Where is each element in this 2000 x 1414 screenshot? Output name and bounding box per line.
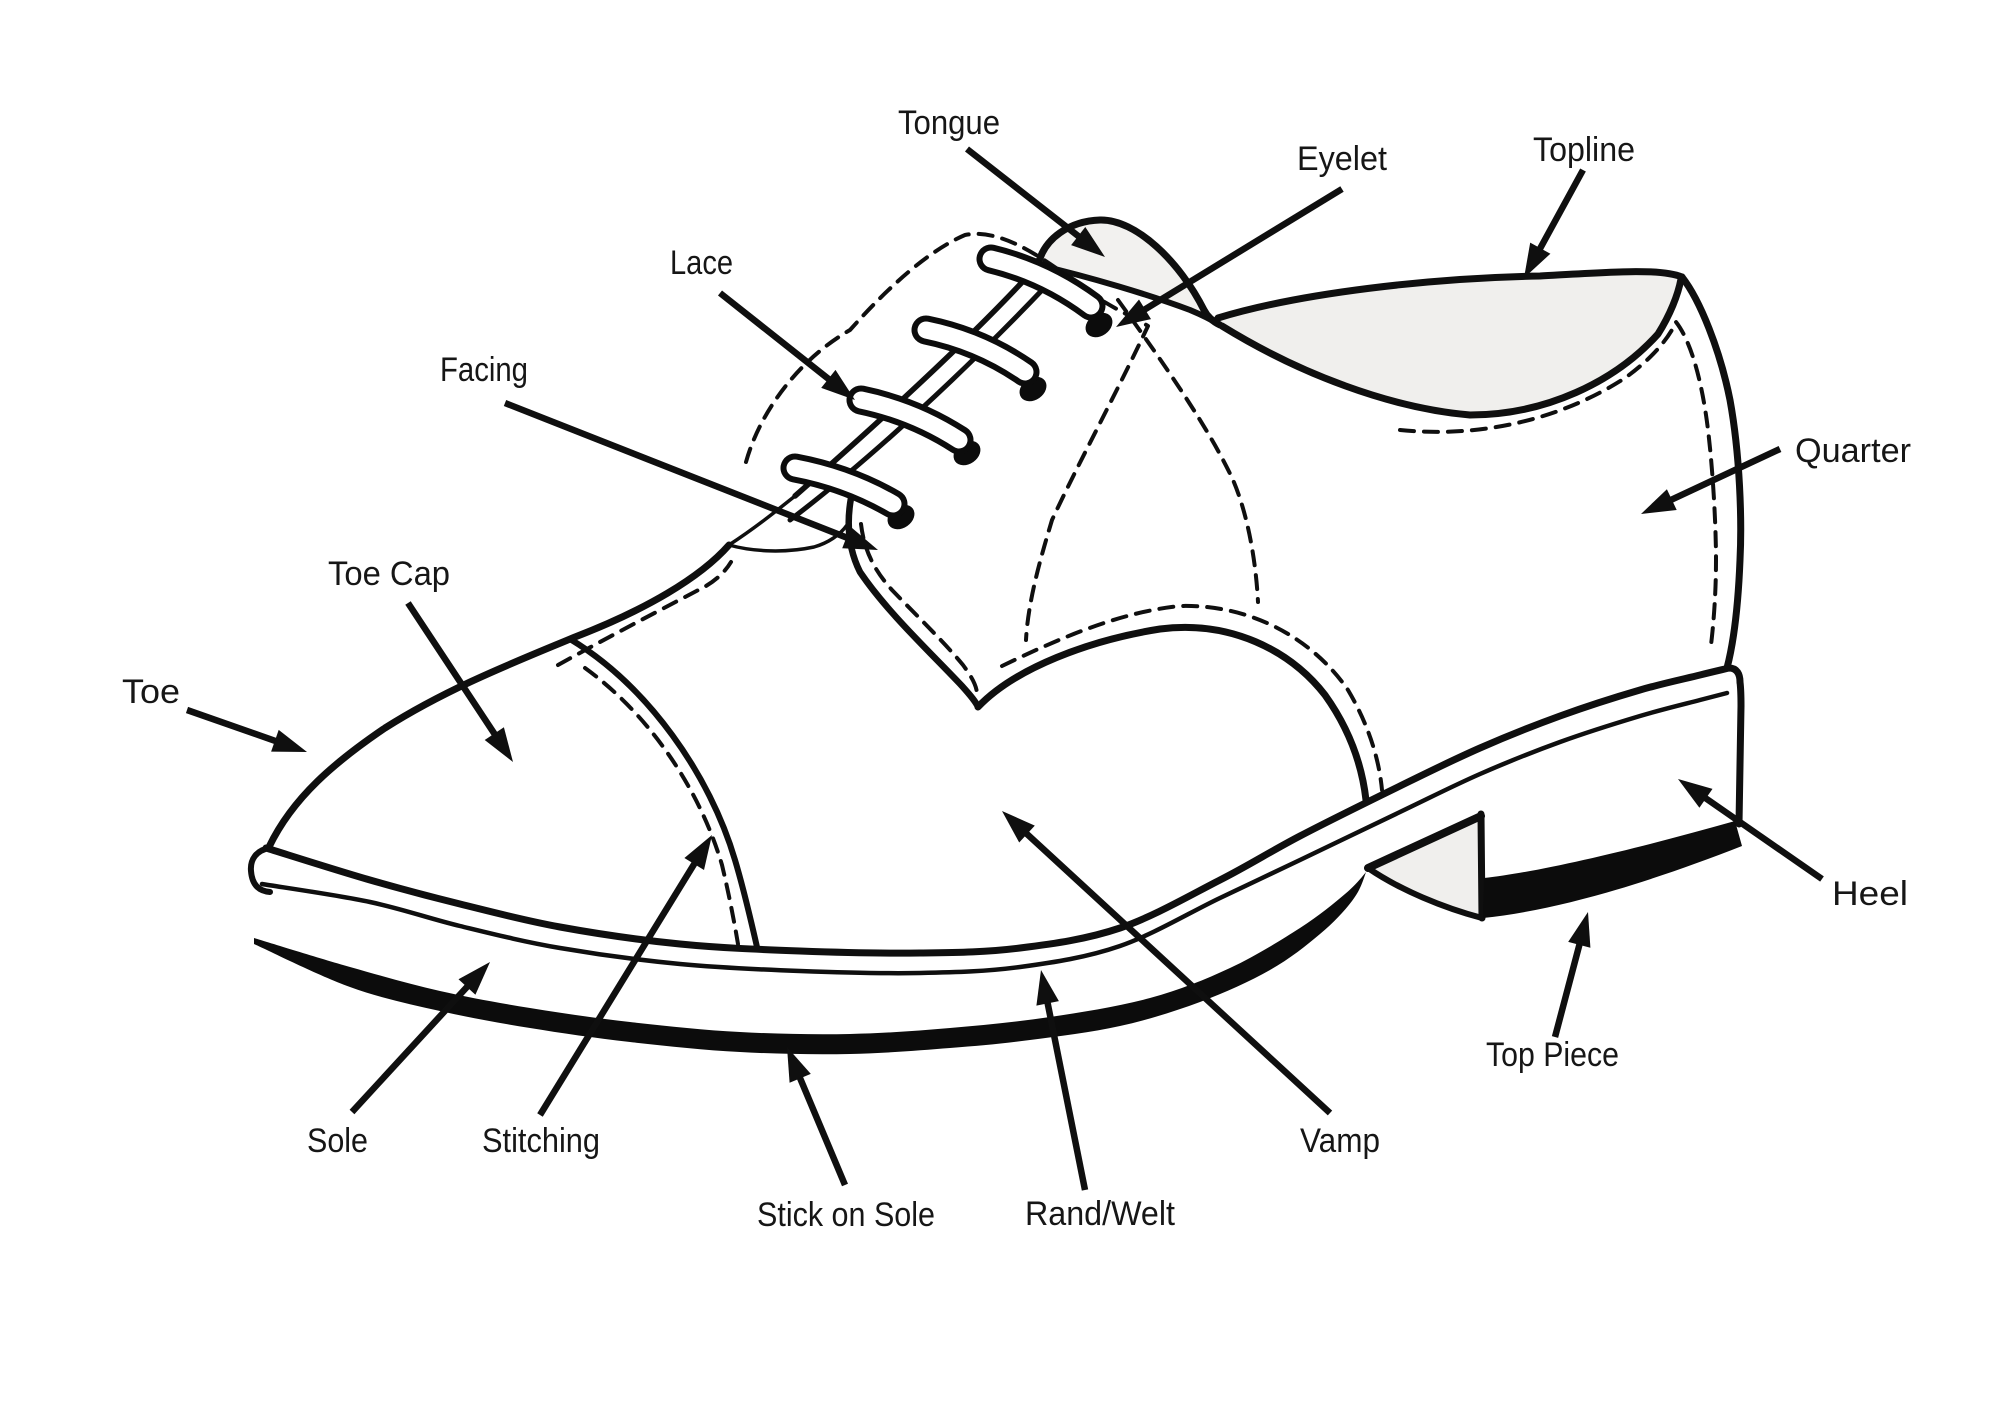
svg-text:Lace: Lace bbox=[670, 244, 733, 282]
svg-text:Top Piece: Top Piece bbox=[1486, 1036, 1619, 1074]
svg-text:Quarter: Quarter bbox=[1795, 432, 1911, 470]
svg-text:Topline: Topline bbox=[1533, 131, 1635, 169]
svg-text:Facing: Facing bbox=[440, 351, 528, 389]
svg-text:Toe Cap: Toe Cap bbox=[328, 555, 450, 593]
svg-text:Tongue: Tongue bbox=[898, 104, 1000, 142]
svg-text:Eyelet: Eyelet bbox=[1297, 140, 1388, 178]
svg-text:Toe: Toe bbox=[122, 673, 180, 711]
svg-text:Stick on Sole: Stick on Sole bbox=[757, 1196, 935, 1234]
svg-text:Stitching: Stitching bbox=[482, 1122, 600, 1160]
svg-text:Rand/Welt: Rand/Welt bbox=[1025, 1195, 1176, 1233]
svg-text:Vamp: Vamp bbox=[1300, 1122, 1380, 1160]
svg-text:Sole: Sole bbox=[307, 1122, 368, 1160]
svg-text:Heel: Heel bbox=[1832, 875, 1908, 913]
